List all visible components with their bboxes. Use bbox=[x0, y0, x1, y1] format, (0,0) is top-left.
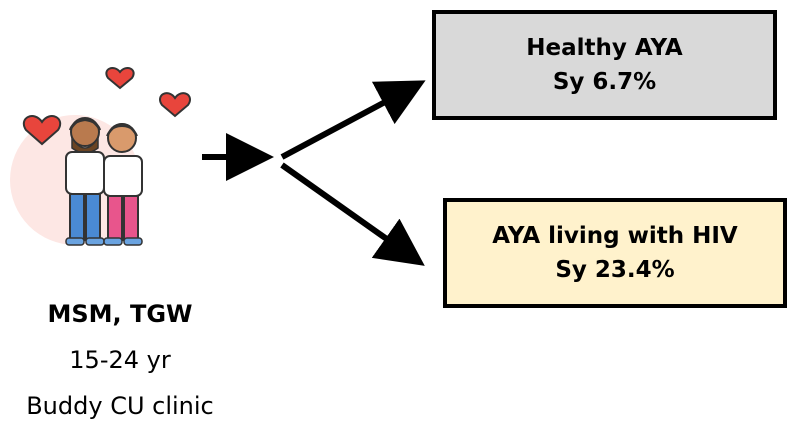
outcome-group: Healthy AYA bbox=[526, 35, 683, 61]
site-label: Buddy CU clinic bbox=[26, 392, 214, 420]
age-label: 15-24 yr bbox=[69, 346, 171, 374]
arrow-to-healthy bbox=[280, 80, 426, 160]
group-label: MSM, TGW bbox=[47, 300, 193, 328]
heart-icon bbox=[23, 115, 61, 146]
outcome-value: Sy 23.4% bbox=[555, 257, 675, 283]
couple-hearts-icon bbox=[10, 67, 191, 246]
arrow-to-hiv bbox=[280, 162, 425, 266]
heart-icon bbox=[105, 67, 135, 90]
heart-icon bbox=[159, 92, 191, 118]
outcome-box-hiv: AYA living with HIV Sy 23.4% bbox=[443, 198, 787, 308]
outcome-group: AYA living with HIV bbox=[492, 223, 738, 249]
outcome-box-healthy: Healthy AYA Sy 6.7% bbox=[432, 10, 777, 120]
outcome-value: Sy 6.7% bbox=[552, 69, 657, 95]
